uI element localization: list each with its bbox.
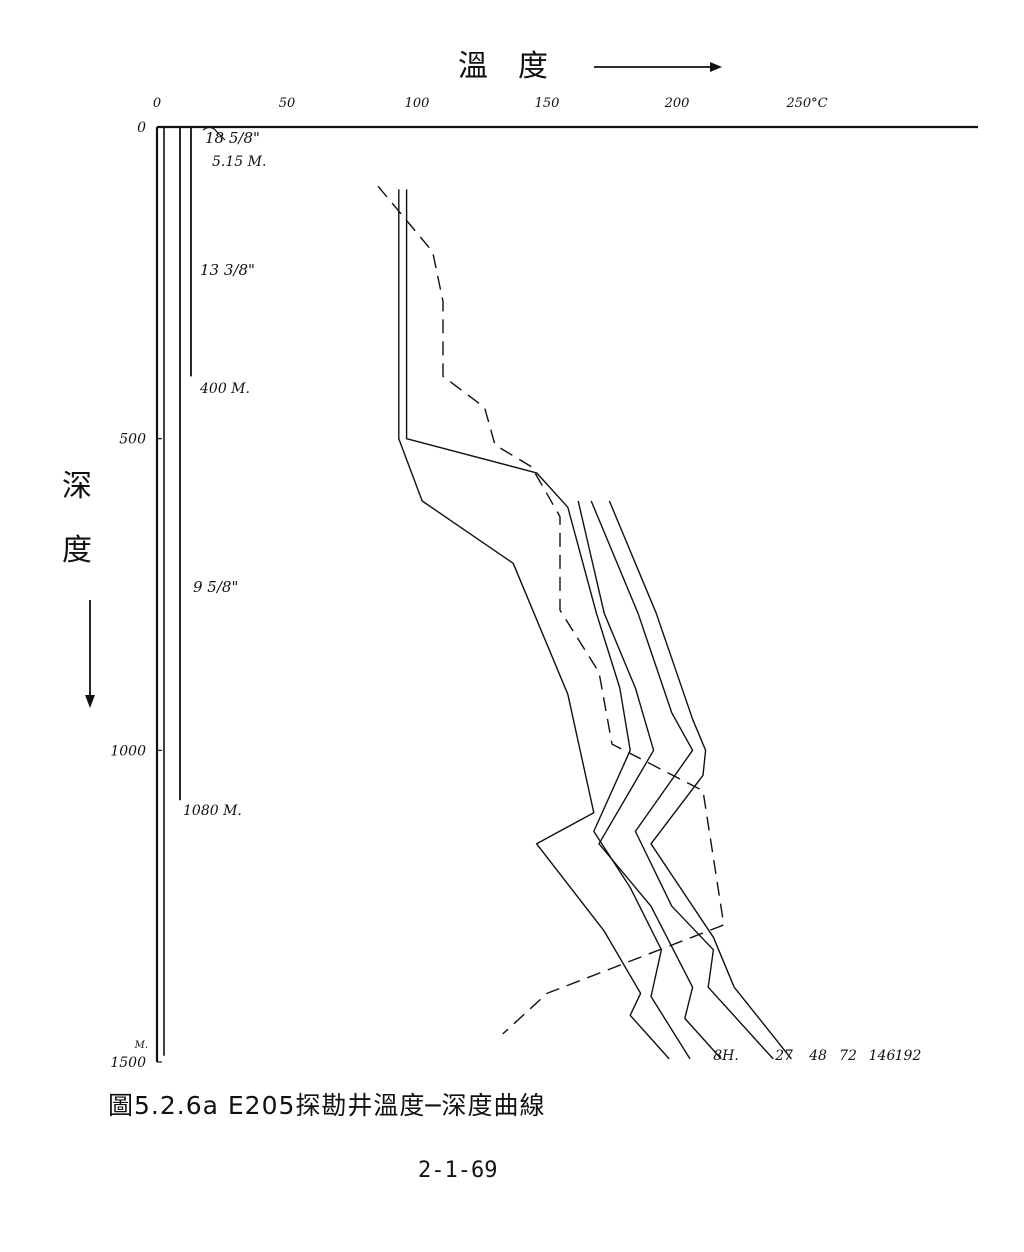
series-label: 146 bbox=[869, 1048, 896, 1064]
figure-caption: 圖5.2.6a E205探勘井溫度─深度曲線 bbox=[108, 1091, 546, 1120]
series-line-48 bbox=[405, 189, 691, 1060]
y-tick-label: 1000 bbox=[110, 743, 146, 759]
x-tick-label: 250°C bbox=[785, 96, 827, 111]
casing-depth-label: 5.15 M. bbox=[212, 154, 266, 170]
y-axis-arrow-icon bbox=[85, 600, 95, 708]
y-tick-label: 0 bbox=[137, 120, 146, 136]
casing-size-label: 18 5/8" bbox=[205, 129, 260, 147]
casing-size-label: 13 3/8" bbox=[200, 261, 255, 279]
series-lines bbox=[377, 185, 792, 1060]
x-tick-labels: 0 50 100 150 200 250°C bbox=[153, 96, 828, 111]
series-label: 72 bbox=[839, 1048, 857, 1064]
series-label: 8H. bbox=[713, 1048, 739, 1064]
y-tick-label: 500 bbox=[119, 432, 146, 448]
temperature-depth-chart: 溫 度 深 度 0 50 100 150 200 250°C 0 500 1000 1500 M.… bbox=[62, 49, 978, 1071]
x-tick-label: 150 bbox=[535, 96, 560, 111]
series-label: 192 bbox=[895, 1048, 922, 1064]
x-tick-label: 200 bbox=[664, 96, 690, 111]
y-axis-unit-label: M. bbox=[134, 1040, 148, 1051]
x-axis-title: 溫 度 bbox=[458, 49, 548, 84]
x-tick-label: 50 bbox=[279, 96, 296, 111]
y-tick-label: 1500 bbox=[110, 1055, 146, 1071]
x-tick-label: 0 bbox=[153, 96, 161, 111]
y-axis-title-char-2: 度 bbox=[62, 533, 92, 568]
axes bbox=[155, 125, 978, 1062]
series-label: 27 bbox=[774, 1048, 793, 1064]
casing-size-label: 9 5/8" bbox=[193, 578, 238, 596]
casing-strings: 18 5/8" 5.15 M. 13 3/8" 400 M. 9 5/8" 1080 M. bbox=[163, 126, 266, 1056]
series-label: 48 bbox=[808, 1048, 827, 1064]
x-axis-arrow-icon bbox=[594, 62, 722, 72]
y-tick-labels: 0 500 1000 1500 M. bbox=[110, 120, 162, 1071]
casing-depth-label: 1080 M. bbox=[183, 803, 242, 819]
series-line-8H bbox=[377, 185, 725, 1035]
y-axis-title-group: 深 度 bbox=[62, 469, 92, 568]
series-line-192 bbox=[608, 500, 792, 1060]
series-line-27 bbox=[398, 189, 670, 1060]
y-axis-title-char-1: 深 bbox=[62, 469, 92, 504]
casing-depth-label: 400 M. bbox=[199, 381, 250, 397]
series-line-146 bbox=[590, 500, 774, 1060]
series-line-72 bbox=[577, 500, 722, 1060]
page-number: 2-1-69 bbox=[418, 1158, 498, 1183]
casing-shoe-mark bbox=[202, 126, 226, 141]
x-tick-label: 100 bbox=[405, 96, 430, 111]
